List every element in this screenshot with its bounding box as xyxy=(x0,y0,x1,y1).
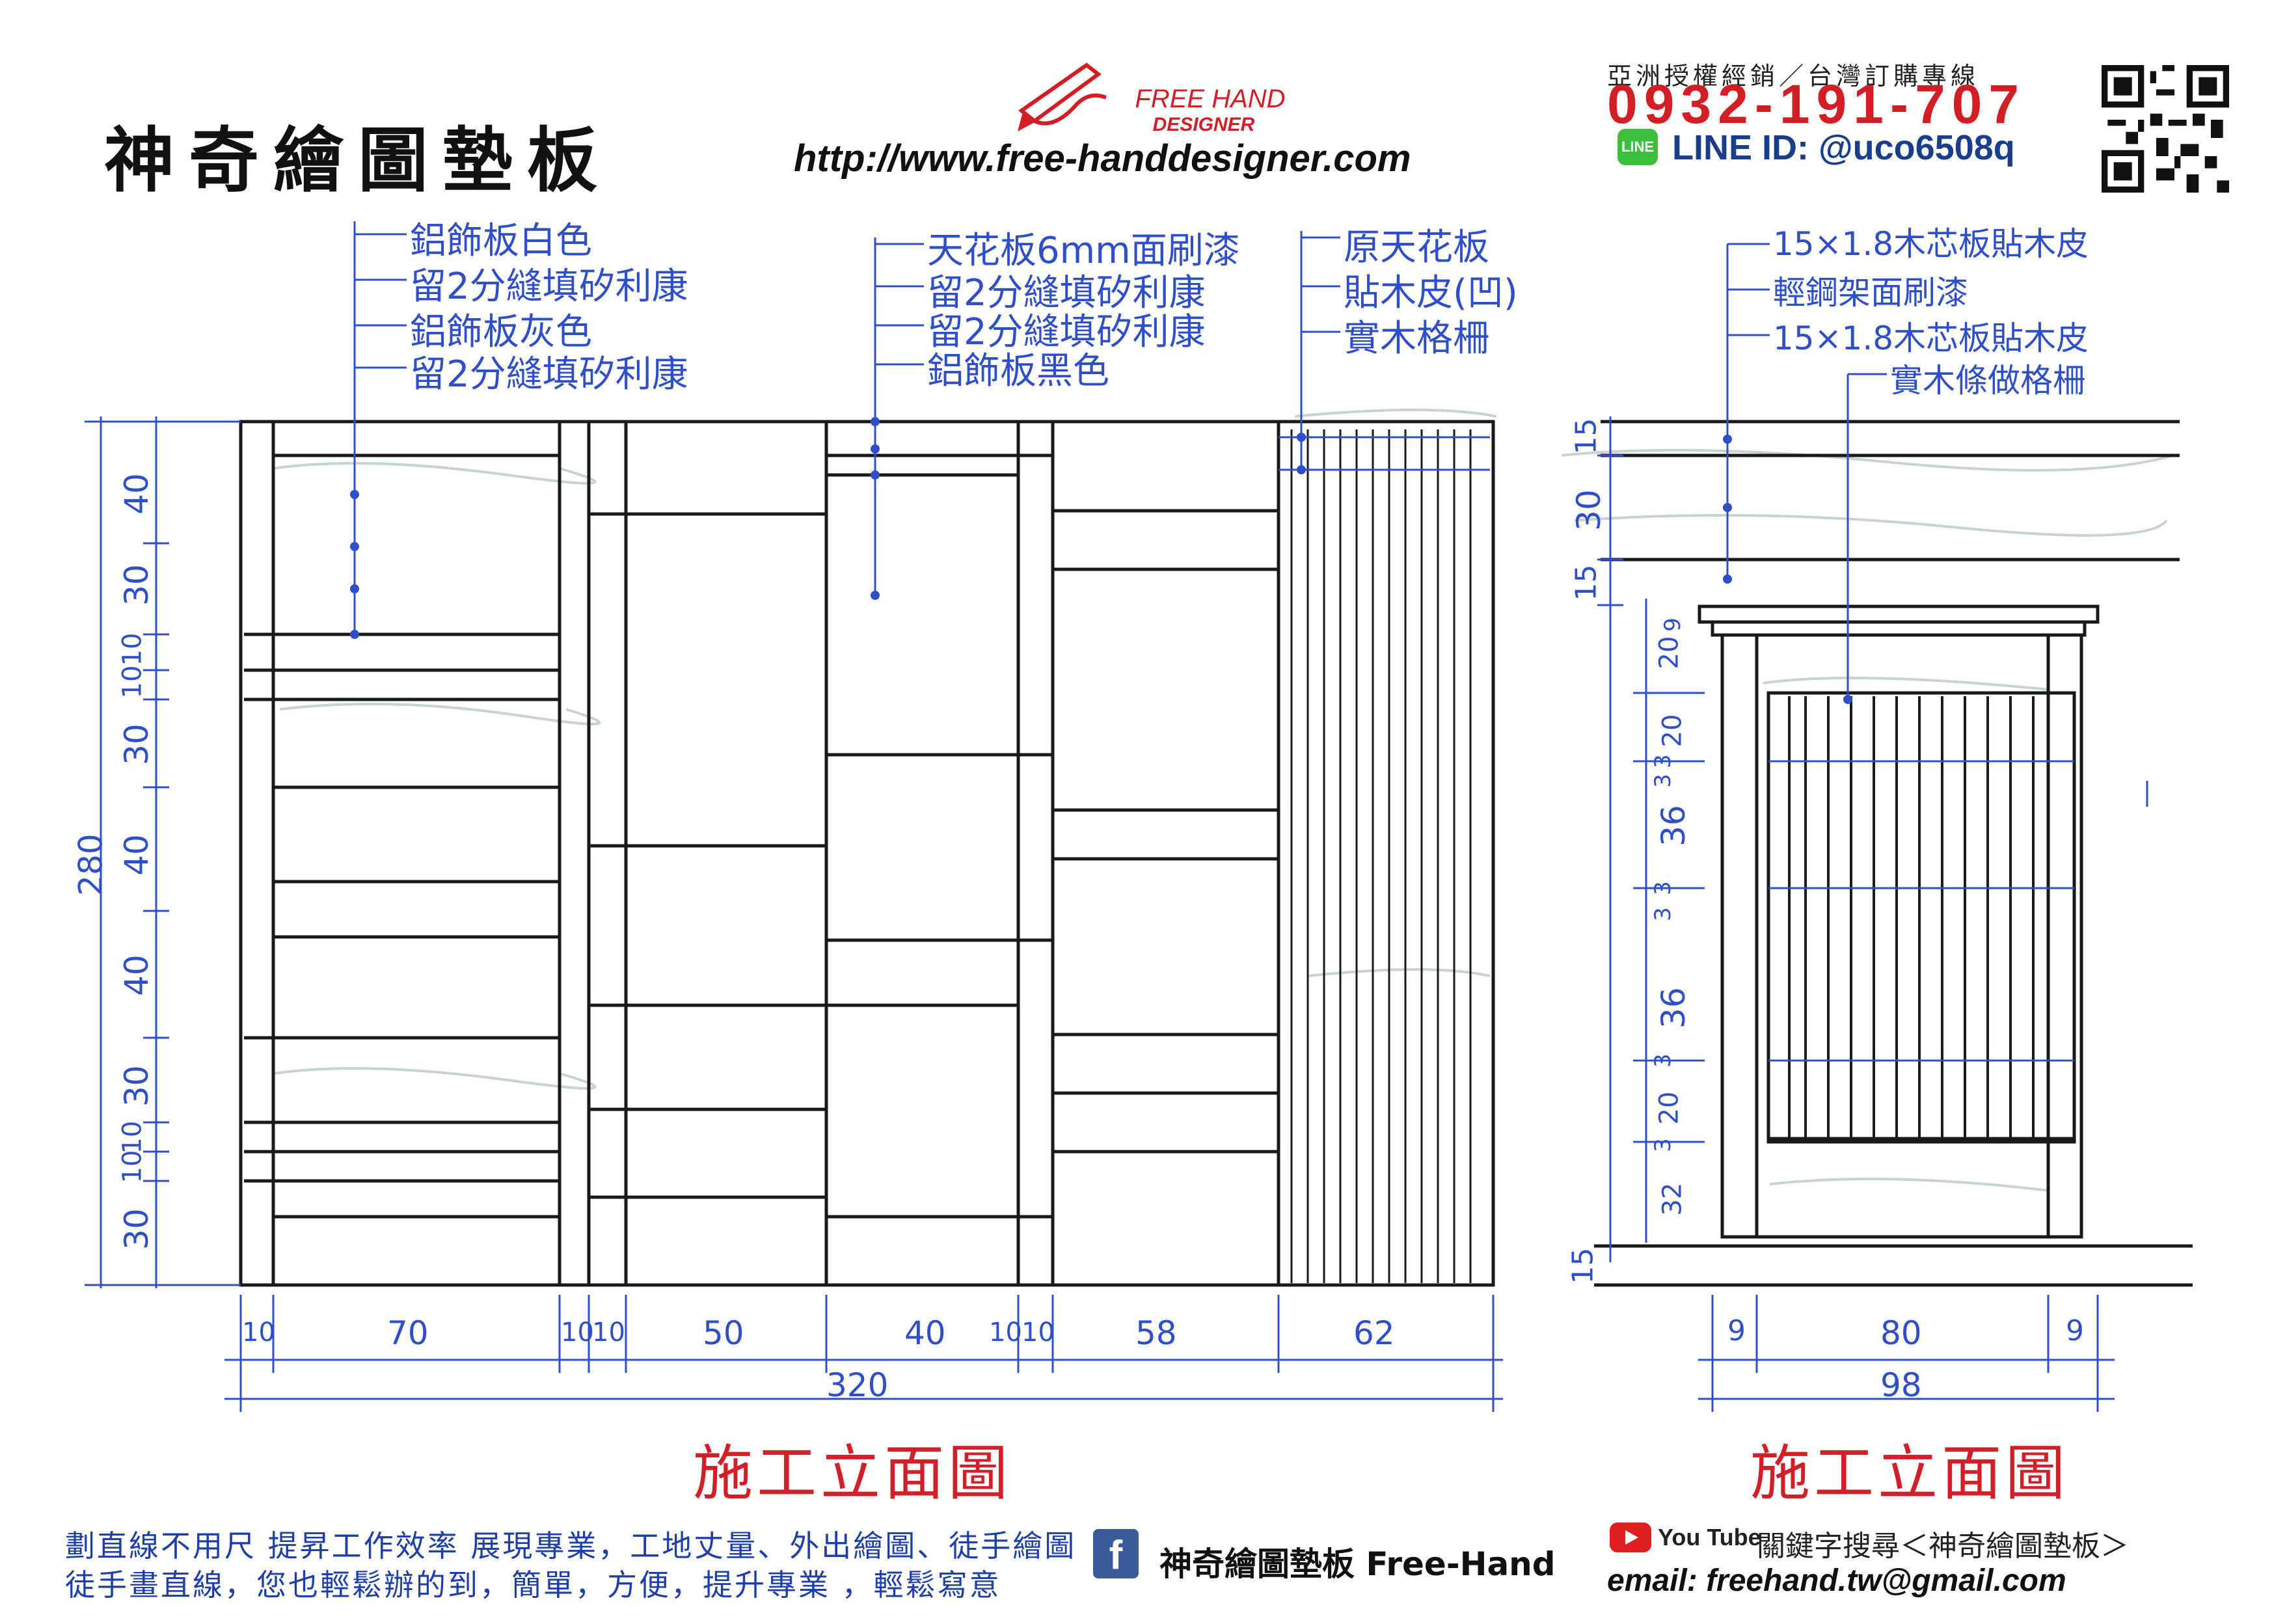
dim-r-v-7: 3 xyxy=(1649,881,1676,895)
qr-code[interactable] xyxy=(2102,65,2229,193)
dim-r-h-2: 80 xyxy=(1880,1314,1922,1352)
footer-slogan-1: 劃直線不用尺 提昇工作效率 展現專業，工地丈量、外出繪圖、徒手繪圖 xyxy=(65,1528,1077,1563)
dim-v-8: 30 xyxy=(117,1065,156,1107)
dim-h-7: 10 xyxy=(989,1318,1022,1347)
dim-r-top-2: 30 xyxy=(1569,489,1608,531)
note-c-2: 貼木皮(凹) xyxy=(1344,272,1518,314)
caption-right: 施工立面圖 xyxy=(1750,1439,2070,1508)
dim-r-v-11: 20 xyxy=(1654,1091,1685,1125)
note-r-3: 15×1.8木芯板貼木皮 xyxy=(1773,319,2089,357)
note-a-1: 鋁飾板白色 xyxy=(410,220,592,262)
dim-v-5: 30 xyxy=(117,724,156,765)
note-r-2: 輕鋼架面刷漆 xyxy=(1773,274,1968,312)
contact-label: 亞洲授權經銷／台灣訂購專線 xyxy=(1607,62,1980,90)
dim-v-3: 10 xyxy=(117,632,148,666)
email-address[interactable]: email: freehand.tw@gmail.com xyxy=(1607,1563,2066,1598)
note-c-1: 原天花板 xyxy=(1344,226,1489,269)
dim-r-v-4: 20 xyxy=(1657,714,1688,748)
note-b-2: 留2分縫填矽利康 xyxy=(927,272,1206,314)
footer-slogan-2: 徒手畫直線，您也輕鬆辦的到，簡單，方便，提升專業 ，輕鬆寫意 xyxy=(65,1567,1001,1603)
note-a-3: 鋁飾板灰色 xyxy=(410,311,592,353)
note-r-1: 15×1.8木芯板貼木皮 xyxy=(1773,225,2089,263)
dim-h-8: 10 xyxy=(1022,1318,1055,1347)
dim-v-1: 40 xyxy=(117,473,156,515)
dim-r-v-8: 3 xyxy=(1649,907,1676,921)
dim-r-v-9: 36 xyxy=(1654,987,1692,1029)
youtube-icon[interactable] xyxy=(1610,1522,1651,1552)
line-icon: LINE xyxy=(1617,129,1658,165)
dim-h-6: 40 xyxy=(904,1314,946,1352)
dim-width-total: 320 xyxy=(826,1366,889,1404)
left-elevation xyxy=(85,221,1503,1412)
brand-name: FREE HAND xyxy=(1135,85,1286,113)
dim-v-11: 30 xyxy=(117,1208,156,1250)
dim-r-v-5: 3 xyxy=(1649,774,1676,788)
note-b-1: 天花板6mm面刷漆 xyxy=(927,230,1240,272)
phone-number[interactable]: 0932-191-707 xyxy=(1607,74,2026,135)
dim-v-10: 10 xyxy=(117,1150,148,1184)
dim-v-4: 10 xyxy=(117,665,148,699)
dim-v-7: 40 xyxy=(117,954,156,996)
dim-h-2: 70 xyxy=(387,1314,429,1352)
dim-v-6: 40 xyxy=(117,834,156,876)
note-a-2: 留2分縫填矽利康 xyxy=(410,265,688,308)
page-title: 神奇繪圖墊板 xyxy=(104,120,612,202)
dim-v-2: 30 xyxy=(117,564,156,606)
dim-v-9: 10 xyxy=(117,1120,148,1154)
dim-r-v-12: 3 xyxy=(1649,1138,1676,1152)
dim-r-v-1: 20 xyxy=(1654,636,1685,670)
pen-hand-icon xyxy=(1018,62,1107,131)
facebook-icon[interactable]: f xyxy=(1093,1529,1139,1578)
note-r-4: 實木條做格柵 xyxy=(1890,362,2085,399)
dim-h-9: 58 xyxy=(1135,1314,1177,1352)
dim-r-bottom-left: 15 xyxy=(1566,1247,1600,1284)
line-id[interactable]: LINE ID: @uco6508q xyxy=(1672,128,2015,167)
dim-r-v-6: 36 xyxy=(1654,805,1692,846)
youtube-search-hint: 關鍵字搜尋＜神奇繪圖墊板＞ xyxy=(1757,1530,2129,1563)
dim-r-h-3: 9 xyxy=(2066,1314,2084,1347)
dim-h-4: 10 xyxy=(592,1318,625,1347)
right-elevation xyxy=(1561,243,2193,1412)
dim-r-v-2: 9 xyxy=(1659,617,1686,632)
dim-height-total: 280 xyxy=(72,833,110,896)
note-c-3: 實木格柵 xyxy=(1344,318,1489,360)
dim-h-1: 10 xyxy=(242,1318,275,1347)
dim-h-3: 10 xyxy=(561,1318,594,1347)
brand-subname: DESIGNER xyxy=(1152,114,1255,135)
note-a-4: 留2分縫填矽利康 xyxy=(410,353,688,396)
dim-r-top-1: 15 xyxy=(1569,418,1603,455)
dim-h-5: 50 xyxy=(703,1314,744,1352)
dim-r-h-1: 9 xyxy=(1727,1314,1746,1347)
website-url[interactable]: http://www.free-handdesigner.com xyxy=(794,137,1411,180)
dim-r-width-total: 98 xyxy=(1880,1366,1922,1404)
note-b-4: 鋁飾板黑色 xyxy=(927,350,1109,392)
dim-r-top-3: 15 xyxy=(1569,564,1603,601)
facebook-page-name[interactable]: 神奇繪圖墊板 Free-Hand xyxy=(1159,1545,1556,1583)
dim-r-v-3: 3 xyxy=(1649,754,1676,768)
youtube-label: You Tube xyxy=(1658,1524,1761,1550)
dim-r-v-10: 3 xyxy=(1649,1053,1676,1068)
dim-r-v-13: 32 xyxy=(1657,1182,1688,1216)
brand-logo: FREE HAND DESIGNER xyxy=(1015,59,1314,143)
note-b-3: 留2分縫填矽利康 xyxy=(927,311,1206,353)
dim-h-10: 62 xyxy=(1353,1314,1395,1352)
caption-left: 施工立面圖 xyxy=(693,1439,1012,1508)
